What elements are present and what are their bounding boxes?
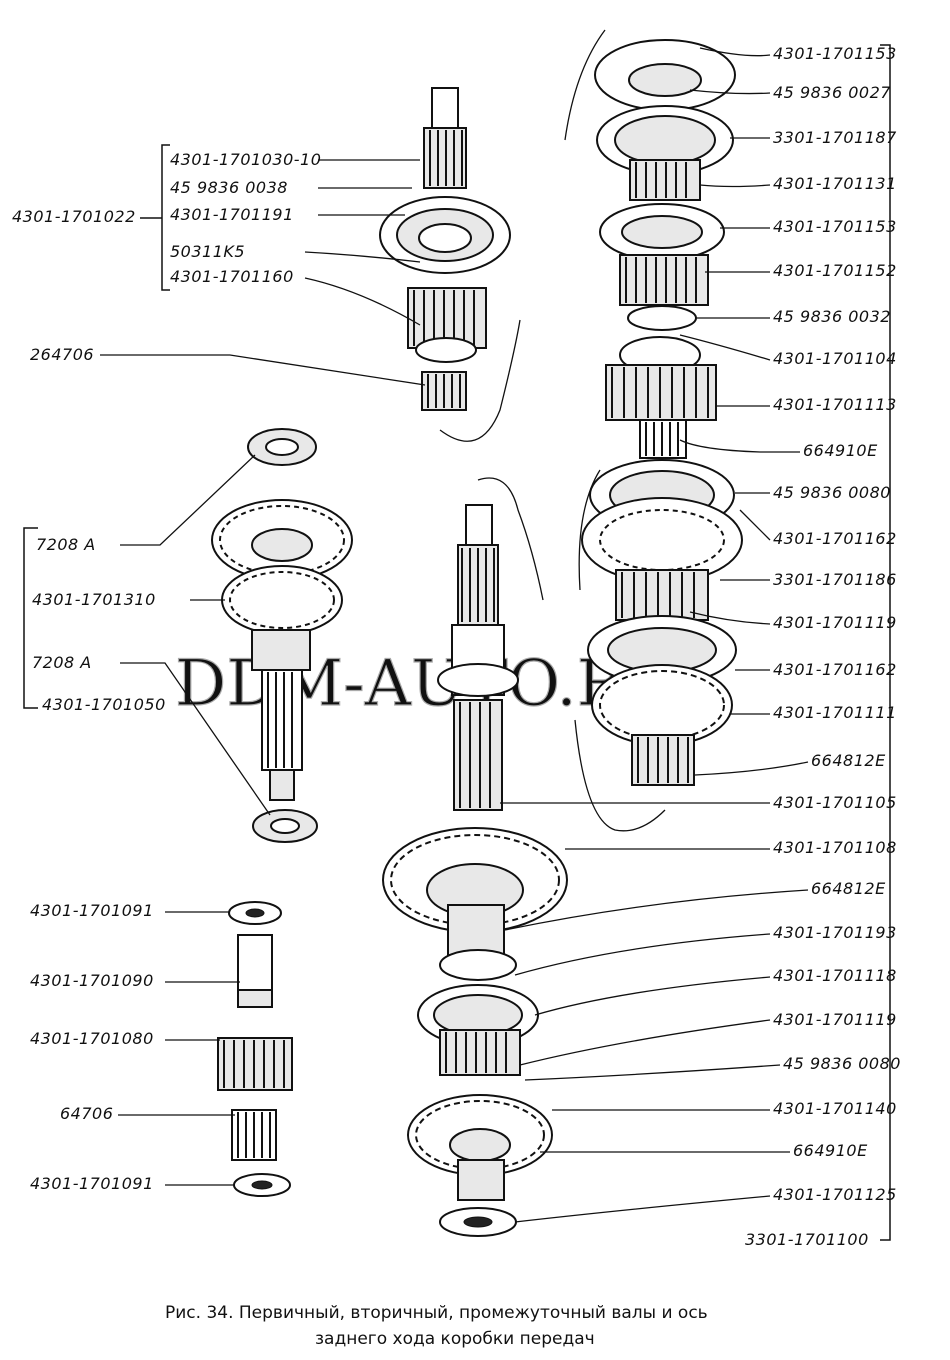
right-synchronizer-stack: [564, 29, 743, 832]
label-sec-4: 4301-1701131: [773, 174, 897, 193]
brackets: [23, 44, 891, 1241]
secondary-shaft-drawing: [437, 477, 544, 811]
label-primary-gear: 4301-1701160: [170, 267, 294, 286]
label-sec-1: 4301-1701153: [773, 44, 897, 63]
label-sec-11: 45 9836 0080: [773, 483, 891, 502]
leader-lines: [100, 47, 809, 1223]
label-sec-7: 45 9836 0032: [773, 307, 891, 326]
label-sec-23: 4301-1701119: [773, 1010, 897, 1029]
label-primary-washer: 4301-1701191: [170, 205, 294, 224]
secondary-gear-stack-bottom: [382, 827, 568, 1237]
label-sec-20: 664812E: [811, 879, 886, 898]
label-reverse-axle: 4301-1701090: [30, 971, 154, 990]
label-sec-6: 4301-1701152: [773, 261, 897, 280]
label-sec-10: 664910E: [803, 441, 878, 460]
label-sec-18: 4301-1701105: [773, 793, 897, 812]
primary-shaft-drawing: [379, 87, 521, 442]
label-primary-shaft-assembly: 4301-1701022: [12, 207, 136, 226]
label-sec-25: 4301-1701140: [773, 1099, 897, 1118]
label-reverse-washer-bottom: 4301-1701091: [30, 1174, 154, 1193]
label-sec-12: 4301-1701162: [773, 529, 897, 548]
label-sec-16: 4301-1701111: [773, 703, 897, 722]
label-sec-3: 3301-1701187: [773, 128, 897, 147]
label-sec-19: 4301-1701108: [773, 838, 897, 857]
part-labels: 4301-1701022 4301-1701030-10 45 9836 003…: [12, 44, 901, 1249]
figure-caption-line1: Рис. 34. Первичный, вторичный, промежуто…: [165, 1303, 708, 1323]
label-sec-21: 4301-1701193: [773, 923, 897, 942]
label-intermediate-bearing-front: 7208 A: [36, 535, 96, 554]
label-primary-bearing: 50311K5: [170, 242, 245, 261]
reverse-idler-drawing: [217, 901, 293, 1197]
label-reverse-bearing: 64706: [60, 1104, 113, 1123]
label-sec-8: 4301-1701104: [773, 349, 897, 368]
label-reverse-gear: 4301-1701080: [30, 1029, 154, 1048]
label-primary-needle-bearing: 264706: [30, 345, 94, 364]
label-intermediate-bearing-rear: 7208 A: [32, 653, 92, 672]
label-sec-17: 664812E: [811, 751, 886, 770]
label-reverse-washer-top: 4301-1701091: [30, 901, 154, 920]
label-sec-2: 45 9836 0027: [773, 83, 891, 102]
label-sec-22: 4301-1701118: [773, 966, 897, 985]
figure-caption-line2: заднего хода коробки передач: [315, 1329, 595, 1349]
label-secondary-shaft-assembly: 3301-1701100: [745, 1230, 869, 1249]
label-sec-27: 4301-1701125: [773, 1185, 897, 1204]
label-sec-13: 3301-1701186: [773, 570, 897, 589]
label-sec-5: 4301-1701153: [773, 217, 897, 236]
label-primary-shaft: 4301-1701030-10: [170, 150, 321, 169]
label-sec-9: 4301-1701113: [773, 395, 897, 414]
label-primary-circlip: 45 9836 0038: [170, 178, 288, 197]
label-intermediate-gear-block: 4301-1701310: [32, 590, 156, 609]
label-sec-14: 4301-1701119: [773, 613, 897, 632]
label-sec-24: 45 9836 0080: [783, 1054, 901, 1073]
label-sec-15: 4301-1701162: [773, 660, 897, 679]
intermediate-shaft-drawing: [211, 428, 353, 843]
label-intermediate-shaft: 4301-1701050: [42, 695, 166, 714]
label-sec-26: 664910E: [793, 1141, 868, 1160]
